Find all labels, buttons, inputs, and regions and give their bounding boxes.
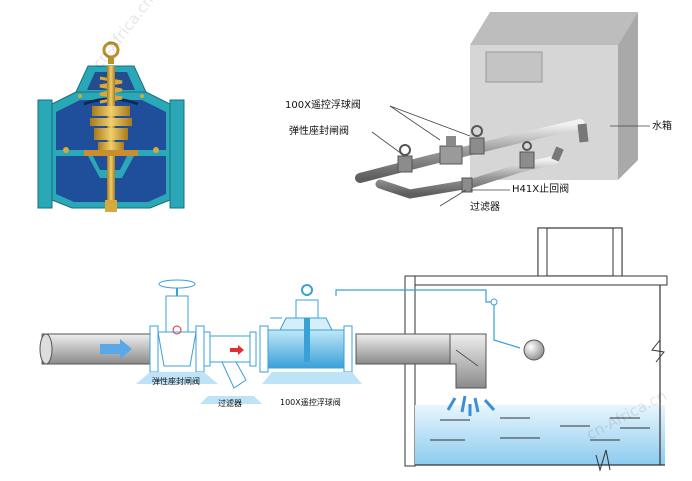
watermark-1: cn-Africa.cn bbox=[89, 0, 157, 72]
label-water-tank: 水箱 bbox=[652, 121, 672, 132]
label-remote-float-valve-top: 100X遥控浮球阀 bbox=[285, 100, 361, 111]
label-filter-bottom: 过滤器 bbox=[218, 399, 242, 408]
piping-system-diagram bbox=[39, 227, 668, 472]
label-check-valve: H41X止回阀 bbox=[512, 184, 570, 195]
water-tank-section bbox=[404, 227, 668, 472]
gate-valve-drawing bbox=[136, 279, 218, 384]
label-filter-top: 过滤器 bbox=[470, 202, 500, 213]
label-resilient-gate-valve-bottom: 弹性座封闸阀 bbox=[152, 377, 200, 386]
valve-cross-section bbox=[37, 41, 185, 212]
label-remote-float-valve-bottom: 100X遥控浮球阀 bbox=[280, 398, 341, 407]
installation-3d-view bbox=[355, 12, 650, 207]
y-filter-drawing bbox=[200, 331, 262, 404]
remote-float-valve-drawing bbox=[259, 284, 362, 384]
label-resilient-gate-valve-top: 弹性座封闸阀 bbox=[289, 126, 349, 137]
